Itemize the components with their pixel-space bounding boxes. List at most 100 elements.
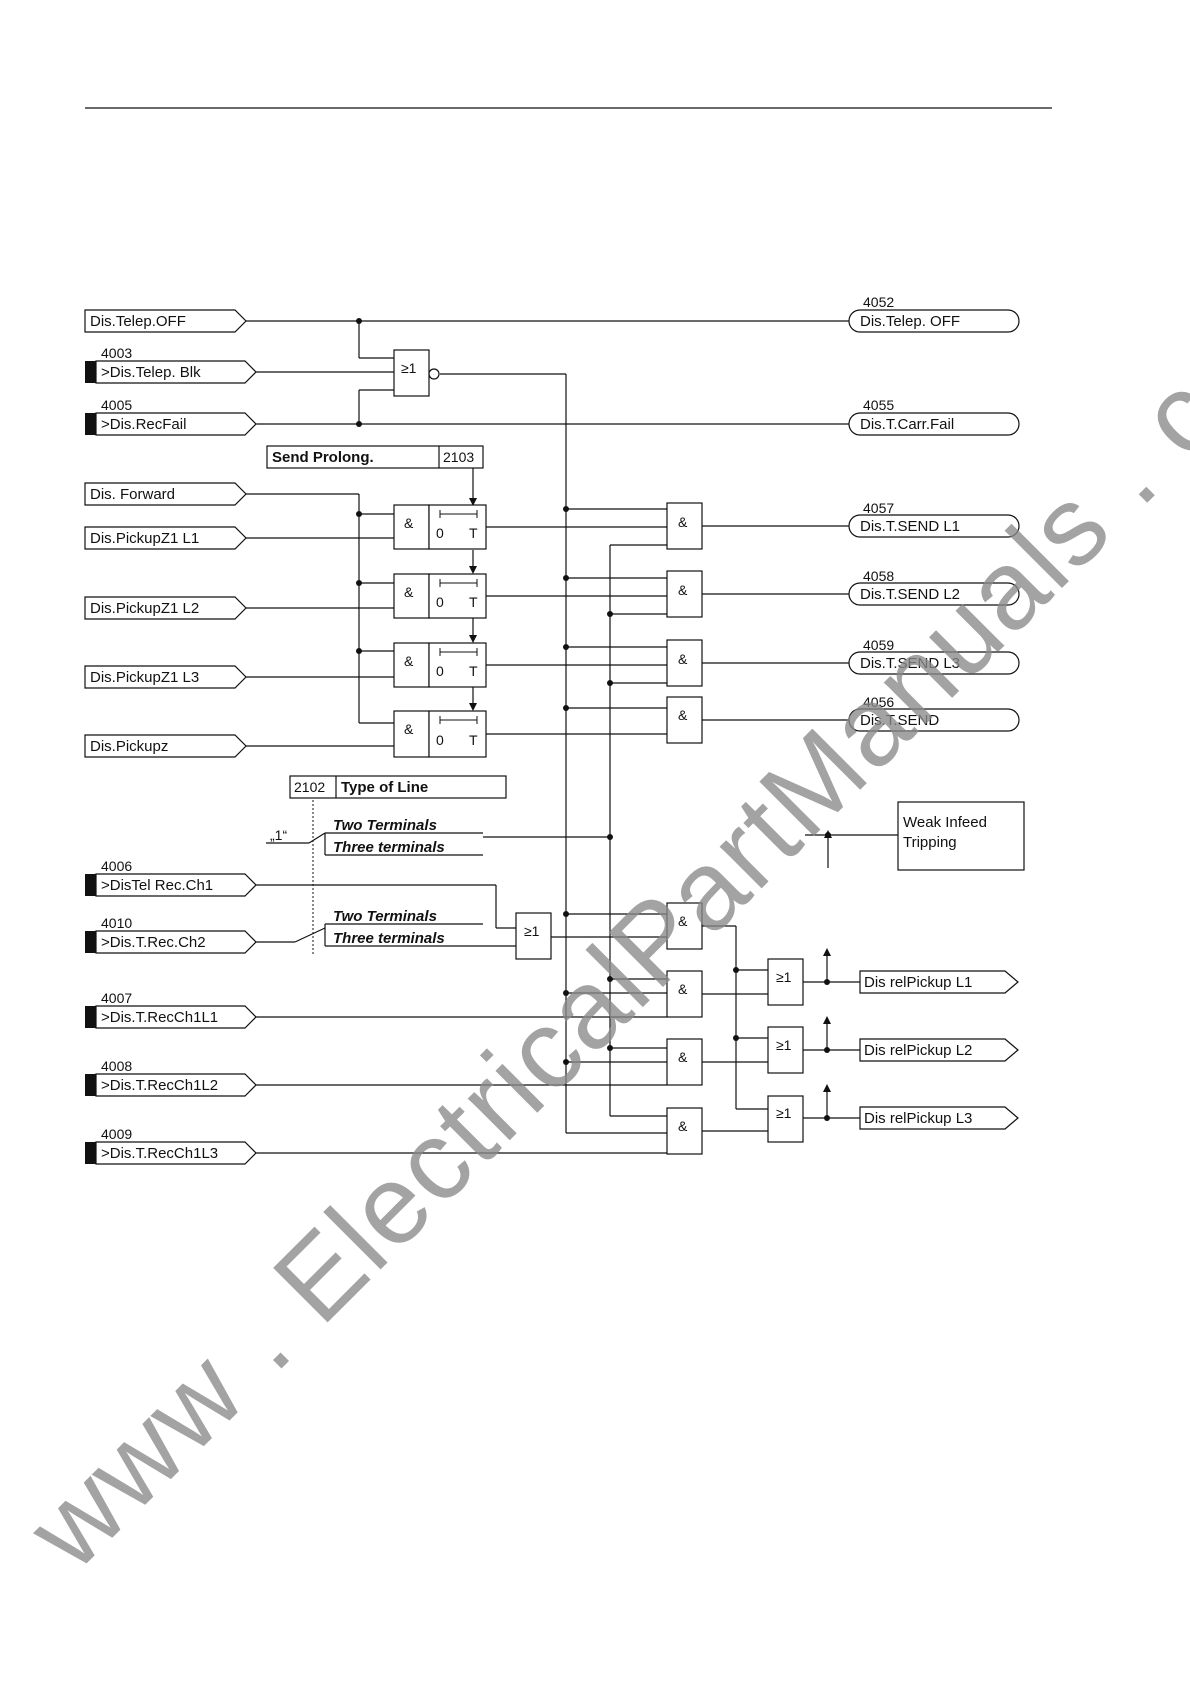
output-send-l2: 4058 Dis.T.SEND L2 [848,568,1020,606]
param-send-prolong-label: Send Prolong. [272,449,374,466]
timer-l3-zero: 0 [436,663,444,679]
and-send-l2-symbol: & [678,582,688,598]
input-telep-off-label: Dis.Telep.OFF [90,313,186,330]
input-rec-ch1-l2: 4008 >Dis.T.RecCh1L2 [85,1058,257,1097]
output-send-number: 4056 [863,694,894,710]
input-telep-blk-number: 4003 [101,345,132,361]
and-gate-z-symbol: & [404,721,414,737]
input-rec-fail: 4005 >Dis.RecFail [85,397,257,436]
and-send-l3-symbol: & [678,651,688,667]
input-pickup-z1-l3-label: Dis.PickupZ1 L3 [90,669,199,686]
option-three-terminals-lower: Three terminals [333,930,445,947]
timer-l3-t: T [469,663,478,679]
output-rel-pickup-l1: Dis relPickup L1 [859,970,1019,994]
and-rec-l1: & [666,970,703,1018]
or-gate-block-symbol: ≥1 [401,360,417,376]
or-pickup-l2: ≥1 [767,1026,804,1074]
and-gate-l2-symbol: & [404,584,414,600]
input-forward: Dis. Forward [84,482,247,506]
output-send-l2-label: Dis.T.SEND L2 [860,586,960,603]
input-pickup-z1-l3: Dis.PickupZ1 L3 [84,665,247,689]
weak-infeed-line2: Tripping [903,834,957,851]
output-rel-pickup-l2: Dis relPickup L2 [859,1038,1019,1062]
weak-infeed-line1: Weak Infeed [903,814,987,831]
output-rel-pickup-l3-label: Dis relPickup L3 [864,1110,972,1127]
output-send-l3-number: 4059 [863,637,894,653]
or-pickup-l2-symbol: ≥1 [776,1037,792,1053]
input-pickup-z-label: Dis.Pickupᴢ [90,738,168,755]
param-send-prolong: Send Prolong. 2103 [266,445,484,469]
line-type-switch-lower: Two Terminals Three terminals [256,908,516,947]
timer-l1-zero: 0 [436,525,444,541]
input-pickup-z: Dis.Pickupᴢ [84,734,247,758]
and-rec-l1-symbol: & [678,981,688,997]
option-three-terminals-upper: Three terminals [333,839,445,856]
and-send-all: & [666,696,703,744]
output-rel-pickup-l2-label: Dis relPickup L2 [864,1042,972,1059]
input-rec-ch1-l3-label: >Dis.T.RecCh1L3 [101,1145,218,1162]
output-send-label: Dis.T.SEND [860,712,939,729]
and-send-all-symbol: & [678,707,688,723]
output-telep-off-number: 4052 [863,294,894,310]
output-rel-pickup-l1-label: Dis relPickup L1 [864,974,972,991]
input-rec-ch2: 4010 >Dis.T.Rec.Ch2 [85,915,257,954]
option-two-terminals-lower: Two Terminals [333,908,437,925]
or-pickup-l1: ≥1 [767,958,804,1006]
or-channel: ≥1 [515,912,552,960]
wiring [246,318,860,1154]
input-forward-label: Dis. Forward [90,486,175,503]
and-send-l1: & [666,502,703,550]
input-rec-fail-number: 4005 [101,397,132,413]
timer-z-t: T [469,732,478,748]
and-send-l2: & [666,570,703,618]
or-pickup-l3: ≥1 [767,1095,804,1143]
or-gate-block: ≥1 [393,349,440,397]
and-send-l3: & [666,639,703,687]
input-rec-ch1-l3-number: 4009 [101,1126,132,1142]
default-value-label: „1“ [270,827,287,843]
output-carr-fail: 4055 Dis.T.Carr.Fail [848,397,1020,436]
and-rec-common: & [666,902,703,950]
input-rec-ch1-l2-label: >Dis.T.RecCh1L2 [101,1077,218,1094]
and-gate-l3-symbol: & [404,653,414,669]
output-carr-fail-label: Dis.T.Carr.Fail [860,416,954,433]
watermark-text: www . ElectricalPartManuals . com [3,238,1190,1593]
weak-infeed-box: Weak Infeed Tripping [805,801,1025,871]
input-pickup-z1-l2: Dis.PickupZ1 L2 [84,596,247,620]
timer-l1-t: T [469,525,478,541]
input-rec-ch1-l1-label: >Dis.T.RecCh1L1 [101,1009,218,1026]
and-timer-l1: & 0 T [393,504,487,550]
input-rec-ch2-number: 4010 [101,915,132,931]
output-rel-pickup-l3: Dis relPickup L3 [859,1106,1019,1130]
line-type-switch-upper: „1“ Two Terminals Three terminals [266,800,483,955]
and-gate-l1-symbol: & [404,515,414,531]
output-telep-off-label: Dis.Telep. OFF [860,313,960,330]
param-type-of-line-label: Type of Line [341,779,428,796]
input-tel-rec-ch1: 4006 >DisTel Rec.Ch1 [85,858,257,897]
input-pickup-z1-l1: Dis.PickupZ1 L1 [84,526,247,550]
input-telep-off: Dis.Telep.OFF [84,309,247,333]
input-telep-blk: 4003 >Dis.Telep. Blk [85,345,257,384]
output-send-l1-label: Dis.T.SEND L1 [860,518,960,535]
and-rec-l2: & [666,1038,703,1086]
param-type-of-line: 2102 Type of Line [289,775,507,799]
option-two-terminals-upper: Two Terminals [333,817,437,834]
param-send-prolong-number: 2103 [443,449,474,465]
param-type-of-line-number: 2102 [294,779,325,795]
and-rec-common-symbol: & [678,913,688,929]
output-send-l3-label: Dis.T.SEND L3 [860,655,960,672]
and-rec-l3-symbol: & [678,1118,688,1134]
input-telep-blk-label: >Dis.Telep. Blk [101,364,201,381]
output-send-l1-number: 4057 [863,500,894,516]
input-pickup-z1-l1-label: Dis.PickupZ1 L1 [90,530,199,547]
or-pickup-l3-symbol: ≥1 [776,1105,792,1121]
input-rec-ch1-l3: 4009 >Dis.T.RecCh1L3 [85,1126,257,1165]
and-rec-l3: & [666,1107,703,1155]
timer-z-zero: 0 [436,732,444,748]
input-rec-ch1-l1: 4007 >Dis.T.RecCh1L1 [85,990,257,1029]
output-send: 4056 Dis.T.SEND [848,694,1020,732]
input-pickup-z1-l2-label: Dis.PickupZ1 L2 [90,600,199,617]
and-timer-l2: & 0 T [393,573,487,619]
